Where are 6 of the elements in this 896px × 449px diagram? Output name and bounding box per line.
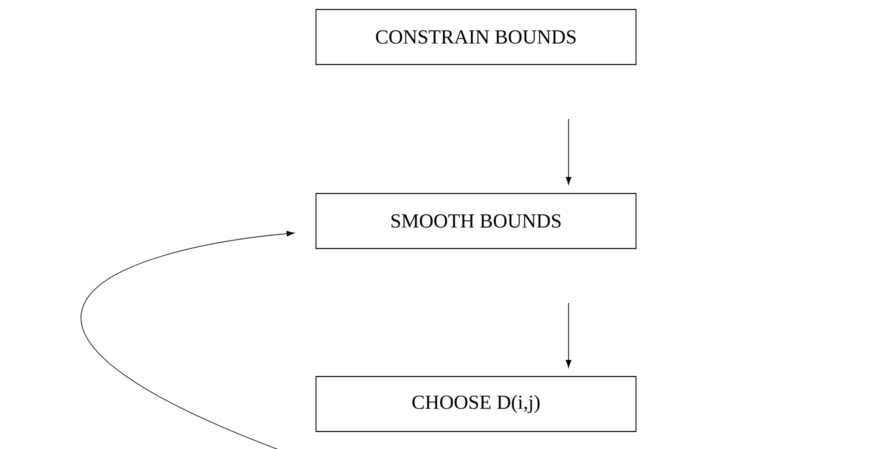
process-box: CONSTRAIN BOUNDS	[316, 9, 636, 65]
arrow	[80, 230, 294, 449]
process-box: SMOOTH BOUNDS	[316, 193, 636, 249]
arrow	[566, 302, 572, 368]
process-box: CHOOSE D(i,j)	[316, 376, 636, 432]
arrow	[566, 118, 572, 185]
